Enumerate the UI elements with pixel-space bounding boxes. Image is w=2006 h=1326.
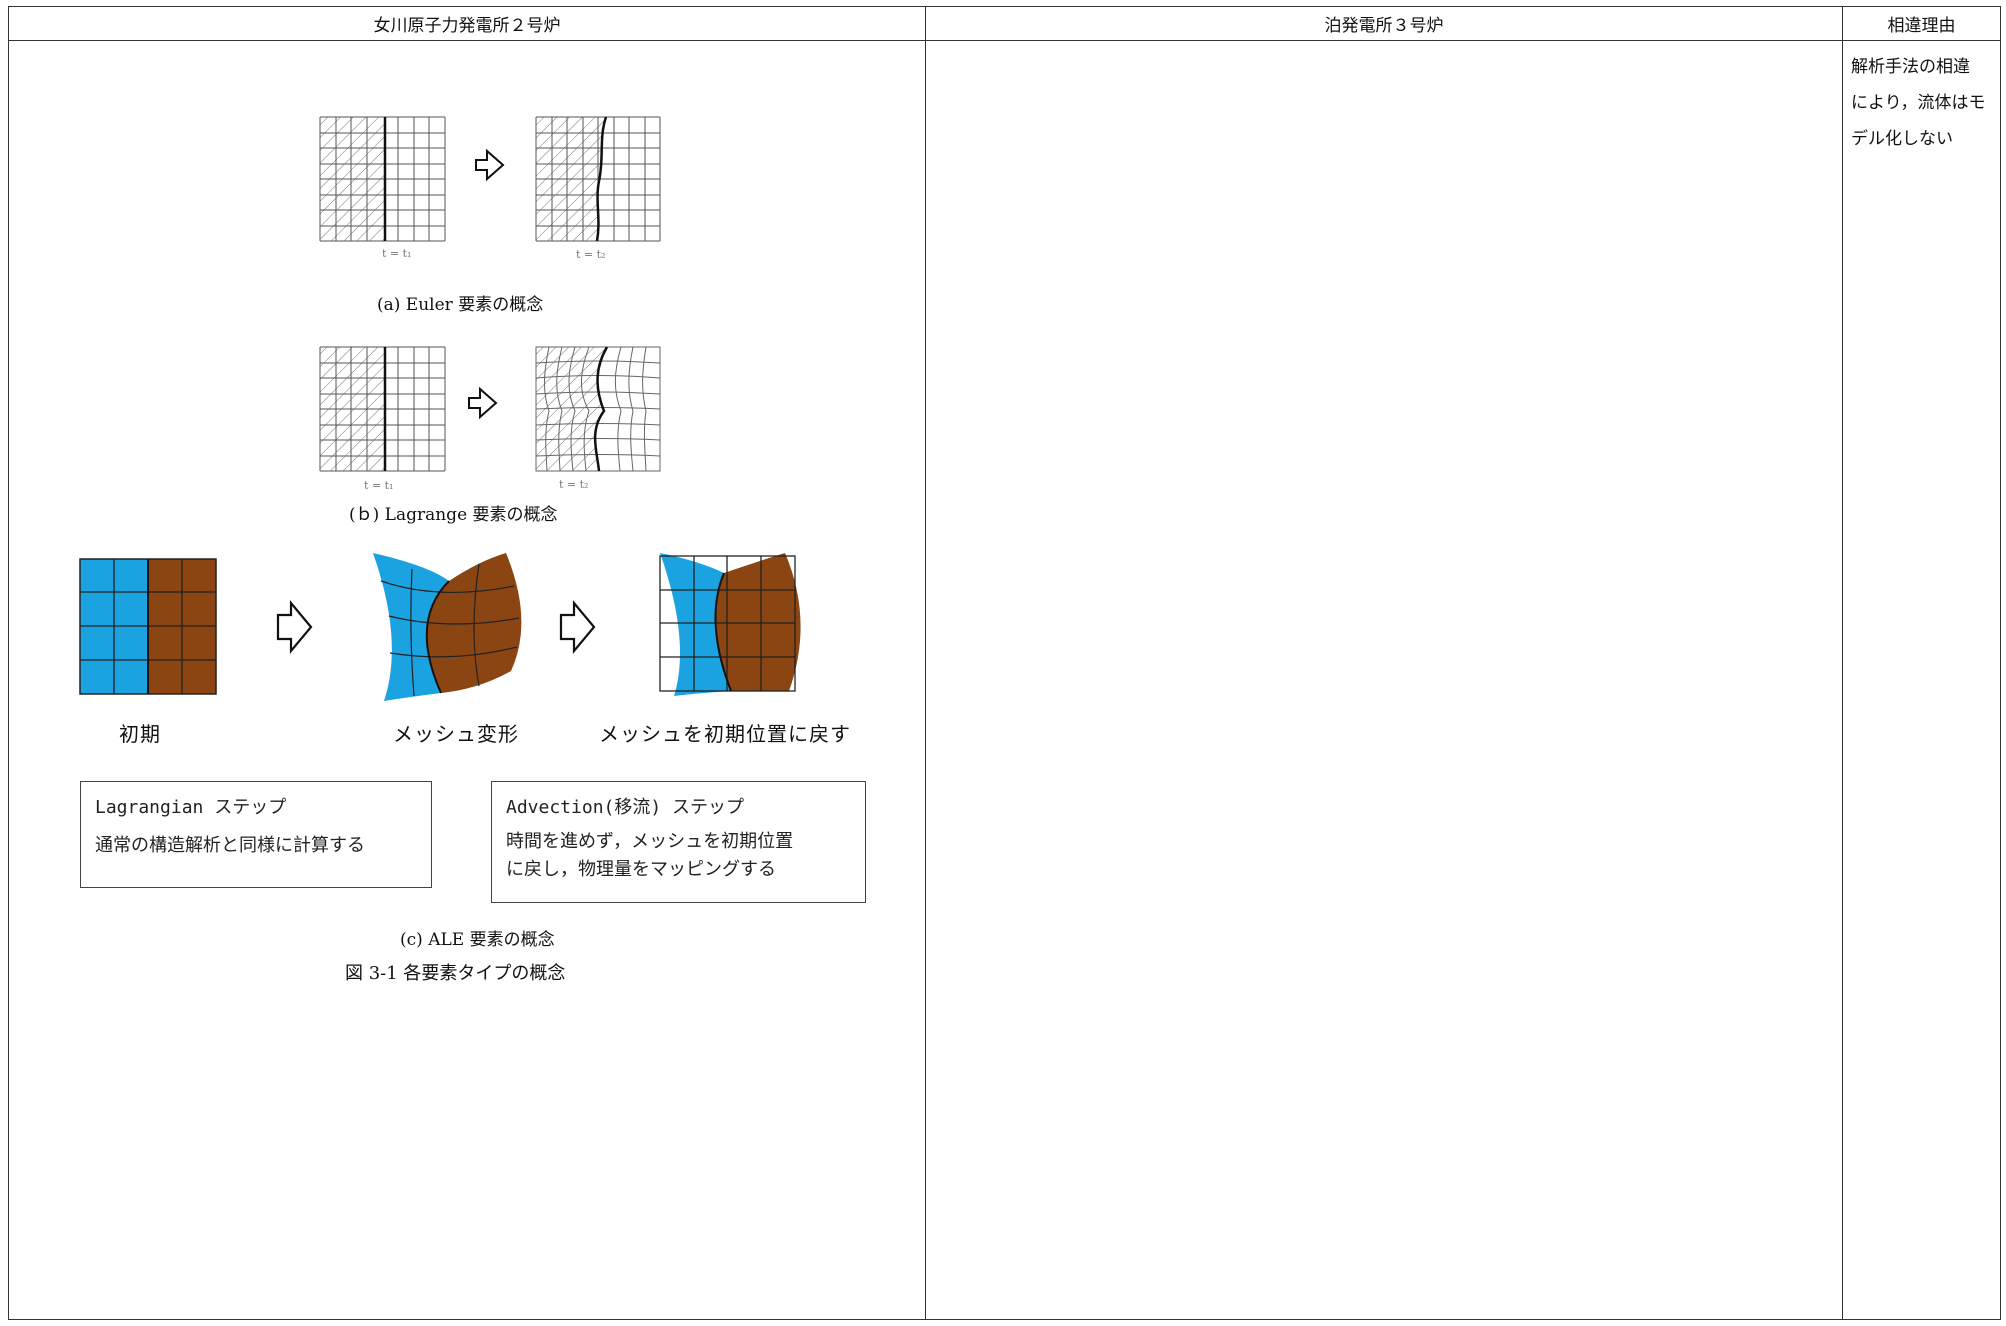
euler-t2-label: t = t₂ — [576, 248, 605, 261]
euler-arrow-icon — [475, 148, 505, 182]
lagrange-caption: (ｂ) Lagrange 要素の概念 — [349, 505, 558, 525]
advection-step-text-2: に戻し，物理量をマッピングする — [506, 859, 776, 880]
element-type-figure: t = t₁ t = t₂ — [9, 41, 926, 1322]
lagrangian-step-box: Lagrangian ステップ 通常の構造解析と同様に計算する — [80, 781, 432, 888]
lagrange-t2-label: t = t₂ — [559, 478, 588, 491]
euler-deformed-grid — [535, 116, 661, 242]
figure-drawing: t = t₁ t = t₂ — [79, 116, 801, 701]
reason-text: 解析手法の相違 により，流体はモ デル化しない — [1843, 41, 2000, 157]
lagrange-arrow-icon — [468, 386, 498, 420]
onagawa-cell: t = t₁ t = t₂ — [8, 40, 926, 1322]
ale-arrow-1-icon — [276, 599, 313, 655]
euler-t1-label: t = t₁ — [382, 247, 411, 260]
figure-title: 図 3-1 各要素タイプの概念 — [345, 963, 566, 984]
lagrange-deformed-grid — [535, 346, 661, 472]
lagrange-t1-label: t = t₁ — [364, 479, 393, 492]
ale-label-deform: メッシュ変形 — [393, 722, 519, 746]
header-tomari: 泊発電所３号炉 — [925, 6, 1843, 41]
ale-deformed-mesh — [373, 553, 522, 701]
ale-caption: (c) ALE 要素の概念 — [400, 930, 555, 950]
euler-initial-grid — [319, 116, 446, 242]
comparison-table: 女川原子力発電所２号炉 泊発電所３号炉 相違理由 — [8, 6, 2001, 1320]
reason-cell: 解析手法の相違 により，流体はモ デル化しない — [1842, 40, 2001, 1320]
lagrangian-step-text: 通常の構造解析と同様に計算する — [95, 835, 365, 856]
reason-line-3: デル化しない — [1851, 129, 1953, 149]
ale-label-initial: 初期 — [119, 722, 161, 746]
lagrange-initial-grid — [319, 346, 446, 472]
table-body-row: t = t₁ t = t₂ — [8, 40, 2001, 1322]
advection-step-title: Advection(移流) ステップ — [506, 797, 745, 818]
table-header-row: 女川原子力発電所２号炉 泊発電所３号炉 相違理由 — [8, 6, 2001, 41]
ale-label-return: メッシュを初期位置に戻す — [599, 722, 851, 746]
reason-line-1: 解析手法の相違 — [1851, 57, 1970, 77]
euler-caption: (a) Euler 要素の概念 — [377, 295, 544, 315]
reason-line-2: により，流体はモ — [1851, 93, 1986, 113]
advection-step-text-1: 時間を進めず，メッシュを初期位置 — [506, 831, 794, 852]
ale-initial-mesh — [79, 558, 217, 695]
header-reason: 相違理由 — [1842, 6, 2001, 41]
header-onagawa: 女川原子力発電所２号炉 — [8, 6, 926, 41]
ale-arrow-2-icon — [559, 599, 596, 655]
tomari-cell — [925, 40, 1843, 1320]
ale-returned-mesh — [659, 553, 801, 696]
advection-step-box: Advection(移流) ステップ 時間を進めず，メッシュを初期位置 に戻し，… — [491, 781, 866, 903]
lagrangian-step-title: Lagrangian ステップ — [95, 797, 287, 818]
